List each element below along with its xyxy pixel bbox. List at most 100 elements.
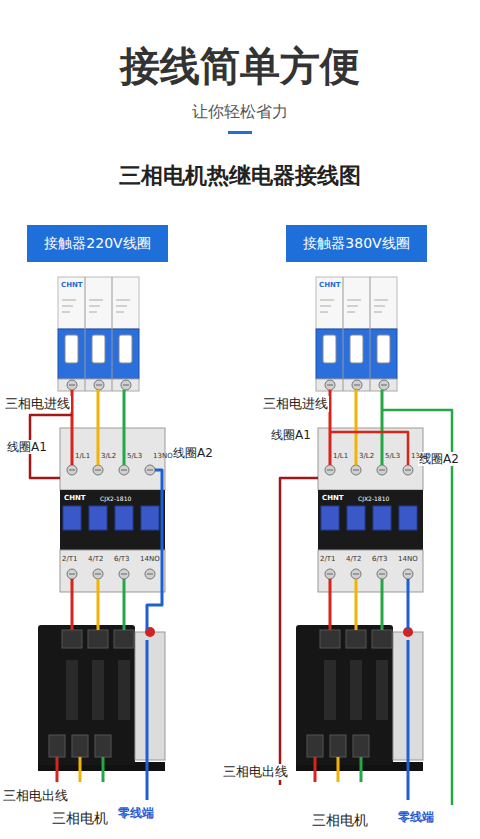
screw-terminal [94,380,104,390]
screw-slot [69,385,75,386]
motor-label: 三相电机 [52,810,108,827]
screw-terminal [403,465,413,475]
screw-slot [327,385,333,386]
relay-panel [135,632,165,760]
wire [355,579,358,630]
screw-slot [379,574,385,575]
print-mark [320,312,328,313]
breaker-top [316,277,397,329]
screw-terminal [119,465,129,475]
screw-terminal [145,569,155,579]
terminal-label: 6/T3 [372,555,388,563]
print-mark [89,306,100,307]
relay-output-terminal [95,735,111,757]
toggle-lever [377,335,390,363]
wire [97,390,100,465]
wire-label: 三相电出线 [222,764,289,780]
contact-window [63,506,81,530]
relay-fin [324,660,336,720]
pole-divider [370,277,371,391]
terminal-label: 2/T1 [62,555,78,563]
breaker-body [58,329,139,379]
motor-label: 三相电机 [312,812,368,829]
relay-output-terminal [72,735,88,757]
screw-slot [354,385,360,386]
toggle-lever [119,335,132,363]
contact-window [141,506,159,530]
wire [123,390,126,465]
screw-slot [327,574,333,575]
contactor [318,428,423,592]
contact-window [347,506,365,530]
screw-terminal [67,380,77,390]
terminal-label: 5/L3 [127,452,142,460]
screw-slot [147,574,153,575]
breaker-base [58,379,139,391]
coil-label: 线圈A1 [6,440,48,454]
screw-slot [327,470,333,471]
pole-divider [343,277,344,391]
terminal-label: 4/T2 [88,555,104,563]
print-mark [62,306,73,307]
screw-terminal [352,380,362,390]
screw-slot [123,385,129,386]
coil-label: 线圈A1 [270,428,312,442]
terminal-label: 3/L2 [359,452,374,460]
screw-terminal [67,465,77,475]
screw-terminal [67,569,77,579]
relay-output-terminal [49,735,65,757]
terminal-label: 2/T1 [320,555,336,563]
print-mark [374,312,382,313]
wire [146,640,149,800]
terminal-label: 4/T2 [346,555,362,563]
terminal-label: 3/L2 [101,452,116,460]
page-title: 接线简单方便 [120,42,360,90]
relay-body [38,625,135,765]
wire-label: 三相电进线 [262,396,329,412]
contactor-top [60,428,165,490]
print-mark [116,300,130,301]
screw-terminal [379,380,389,390]
screw-terminal [93,465,103,475]
brand-mark: CHNT [61,281,83,289]
neutral-label: 零线端 [398,810,434,824]
screw-slot [405,470,411,471]
screw-slot [405,574,411,575]
screw-slot [95,470,101,471]
pole-divider [112,277,113,391]
screw-slot [353,470,359,471]
device-group [296,277,423,771]
wire [382,410,452,805]
breaker-top [58,277,139,329]
terminal-label: 14NO [398,555,418,563]
wire [330,432,408,465]
wire [381,390,384,465]
wire [147,470,162,630]
contactor-body [60,490,165,550]
wire [314,757,317,782]
thermal-relay [296,625,423,771]
screw-terminal [351,569,361,579]
relay-fin [350,660,362,720]
relay-fin [118,660,130,720]
relay-input-terminal [62,630,82,648]
relay-output-terminal [353,735,369,757]
wire [71,579,74,630]
screw-slot [121,470,127,471]
accent-bar [228,131,252,134]
print-mark [347,300,361,301]
wire [123,579,126,630]
toggle-lever [350,335,363,363]
relay-output-terminal [330,735,346,757]
contact-window [89,506,107,530]
wire [102,757,105,782]
screw-slot [379,470,385,471]
pole-divider [85,277,86,391]
print-mark [62,312,70,313]
print-mark [347,306,358,307]
wire [56,757,59,782]
toggle-lever [92,335,105,363]
terminal-label: 5/L3 [385,452,400,460]
screw-terminal [93,569,103,579]
